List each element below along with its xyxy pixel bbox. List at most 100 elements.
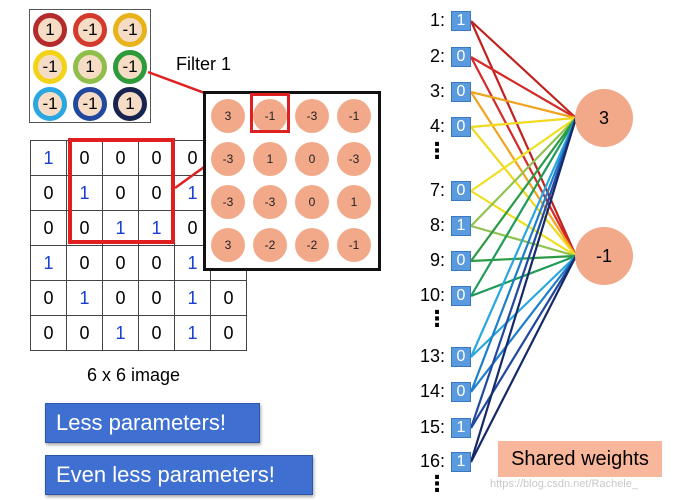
weight-connection: [470, 190, 577, 257]
weight-connection: [470, 117, 577, 297]
filter-cell: 1: [110, 84, 150, 124]
filter-weight: -1: [113, 50, 147, 84]
weight-connection: [470, 126, 577, 257]
weight-connection: [470, 117, 577, 227]
image-pixel: 0: [102, 175, 139, 211]
input-node-label: 9:: [429, 250, 445, 270]
input-node-label: 13:: [419, 346, 445, 366]
feature-map-value: 1: [253, 142, 287, 176]
ellipsis-dots: ⋮: [426, 306, 448, 331]
filter-cell: -1: [70, 10, 110, 50]
weight-connection: [470, 91, 577, 257]
feature-map-value: 0: [295, 142, 329, 176]
output-node-top: 3: [575, 89, 633, 147]
filter-weight: -1: [33, 50, 67, 84]
feature-map-value: -1: [337, 228, 371, 262]
image-pixel: 0: [30, 280, 67, 316]
watermark-text: https://blog.csdn.net/Rachele_: [490, 478, 638, 490]
image-pixel: 1: [102, 315, 139, 351]
weight-connection: [470, 117, 577, 262]
weight-connection: [470, 56, 577, 257]
feature-map-value: -3: [211, 142, 245, 176]
input-node-label: 8:: [429, 215, 445, 235]
input-node-value: 1: [451, 11, 471, 31]
ellipsis-dots: ⋮: [426, 471, 448, 496]
feature-map-value: -2: [295, 228, 329, 262]
weight-connection: [469, 117, 578, 463]
filter-weight: -1: [113, 13, 147, 47]
input-node-value: 0: [451, 382, 471, 402]
image-pixel: 0: [210, 315, 247, 351]
weight-connection: [469, 20, 578, 257]
input-node-label: 14:: [419, 381, 445, 401]
input-node-label: 2:: [429, 46, 445, 66]
input-node-label: 7:: [429, 180, 445, 200]
feature-map-value: 3: [211, 228, 245, 262]
image-pixel: 1: [66, 280, 103, 316]
input-node-value: 0: [451, 47, 471, 67]
weight-connection: [470, 117, 577, 192]
filter-weight: 1: [33, 13, 67, 47]
feature-map-value: -3: [211, 185, 245, 219]
image-pixel: 0: [102, 140, 139, 176]
input-node-label: 15:: [419, 417, 445, 437]
filter-cell: -1: [30, 84, 70, 124]
filter-weight: 1: [113, 87, 147, 121]
weight-connection: [470, 255, 577, 429]
input-node-value: 0: [451, 117, 471, 137]
ellipsis-dots: ⋮: [426, 138, 448, 163]
even-less-parameters-button[interactable]: Even less parameters!: [45, 455, 313, 495]
image-pixel: 0: [138, 315, 175, 351]
shared-weights-label: Shared weights: [498, 441, 662, 477]
input-node-value: 1: [451, 216, 471, 236]
weight-connection: [470, 255, 577, 358]
filter-weight: -1: [73, 13, 107, 47]
receptive-field-highlight: [68, 138, 175, 244]
input-node-label: 3:: [429, 81, 445, 101]
feature-map-value: 3: [211, 99, 245, 133]
input-node-label: 4:: [429, 116, 445, 136]
feature-map-value: -3: [295, 99, 329, 133]
weight-connection: [470, 90, 577, 120]
filter-cell: 1: [30, 10, 70, 50]
input-node-value: 0: [451, 251, 471, 271]
weight-connection: [470, 255, 577, 393]
feature-map-value: -3: [337, 142, 371, 176]
weight-connection: [470, 224, 577, 258]
image-pixel: 1: [174, 315, 211, 351]
feature-map-value: -1: [253, 99, 287, 133]
input-node-value: 0: [451, 181, 471, 201]
weight-connection: [469, 117, 578, 429]
image-caption: 6 x 6 image: [87, 365, 181, 385]
input-node-value: 0: [451, 82, 471, 102]
input-node-label: 16:: [419, 451, 445, 471]
filter-label: Filter 1: [176, 54, 232, 74]
image-pixel: 0: [30, 315, 67, 351]
input-node-label: 10:: [419, 285, 445, 305]
weight-connection: [469, 117, 578, 393]
filter-cell: 1: [70, 47, 110, 87]
feature-map-value: 1: [337, 185, 371, 219]
feature-map-highlight: [250, 93, 290, 133]
input-node-label: 1:: [429, 10, 445, 30]
weight-connection: [470, 254, 577, 263]
filter-weight: -1: [33, 87, 67, 121]
output-node-bottom: -1: [575, 227, 633, 285]
image-pixel: 0: [30, 175, 67, 211]
filter-weight: -1: [73, 87, 107, 121]
less-parameters-button[interactable]: Less parameters!: [45, 403, 260, 443]
input-node-value: 0: [451, 347, 471, 367]
feature-map-value: -1: [337, 99, 371, 133]
image-pixel: 0: [210, 280, 247, 316]
image-row: 100001: [30, 140, 247, 176]
input-node-value: 1: [451, 452, 471, 472]
filter-weight: 1: [73, 50, 107, 84]
filter-cell: -1: [70, 84, 110, 124]
filter-cell: -1: [110, 47, 150, 87]
feature-map-value: -2: [253, 228, 287, 262]
feature-map-value: -3: [253, 185, 287, 219]
filter-cell: -1: [110, 10, 150, 50]
feature-map-value: 0: [295, 185, 329, 219]
